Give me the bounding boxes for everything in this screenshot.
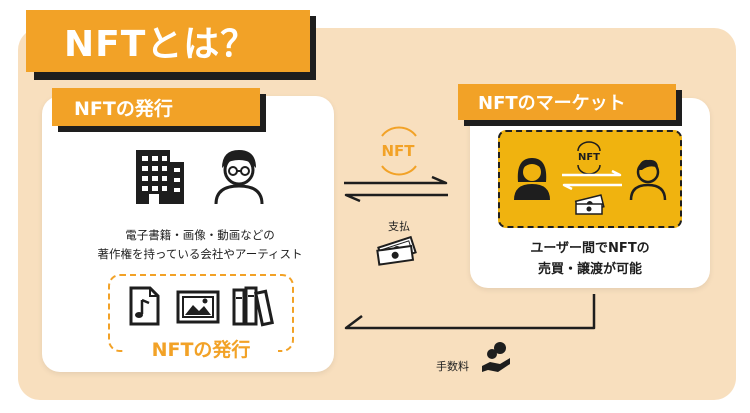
- books-icon: [232, 286, 274, 327]
- fee-flow-arrow: [344, 294, 596, 330]
- market-description: ユーザー間でNFTの 売買・譲渡が可能: [480, 238, 700, 280]
- issuance-card: [42, 96, 334, 372]
- issuance-description-line: 著作権を持っている会社やアーティスト: [97, 247, 303, 261]
- picture-frame-icon: [176, 290, 220, 324]
- fee-label: 手数料: [436, 360, 469, 373]
- person-icon: [214, 150, 264, 205]
- man-user-icon: [629, 159, 667, 201]
- issuance-description: 電子書籍・画像・動画などの 著作権を持っている会社やアーティスト: [80, 226, 320, 264]
- music-file-icon: [129, 286, 160, 326]
- nft-coin-ring: [381, 126, 417, 176]
- market-description-line: ユーザー間でNFTの: [530, 241, 650, 256]
- woman-user-icon: [514, 158, 550, 200]
- issuance-description-line: 電子書籍・画像・動画などの: [125, 228, 275, 242]
- market-exchange-arrows-icon: [562, 169, 622, 191]
- market-money-icon: [574, 194, 605, 215]
- money-icon: [376, 235, 417, 266]
- market-label: NFTのマーケット: [458, 84, 676, 120]
- coin-hand-icon: [482, 342, 510, 372]
- building-icon: [136, 150, 184, 204]
- exchange-arrows-icon: [344, 175, 448, 203]
- issuance-label: NFTの発行: [52, 88, 260, 126]
- market-nft-token: NFT: [577, 152, 601, 163]
- payment-label: 支払: [388, 220, 410, 233]
- market-description-line: 売買・譲渡が可能: [537, 262, 642, 277]
- nft-token: NFT: [381, 142, 415, 160]
- issuance-bottom-label: NFTの発行: [124, 336, 278, 364]
- page-title: NFTとは？: [26, 10, 310, 72]
